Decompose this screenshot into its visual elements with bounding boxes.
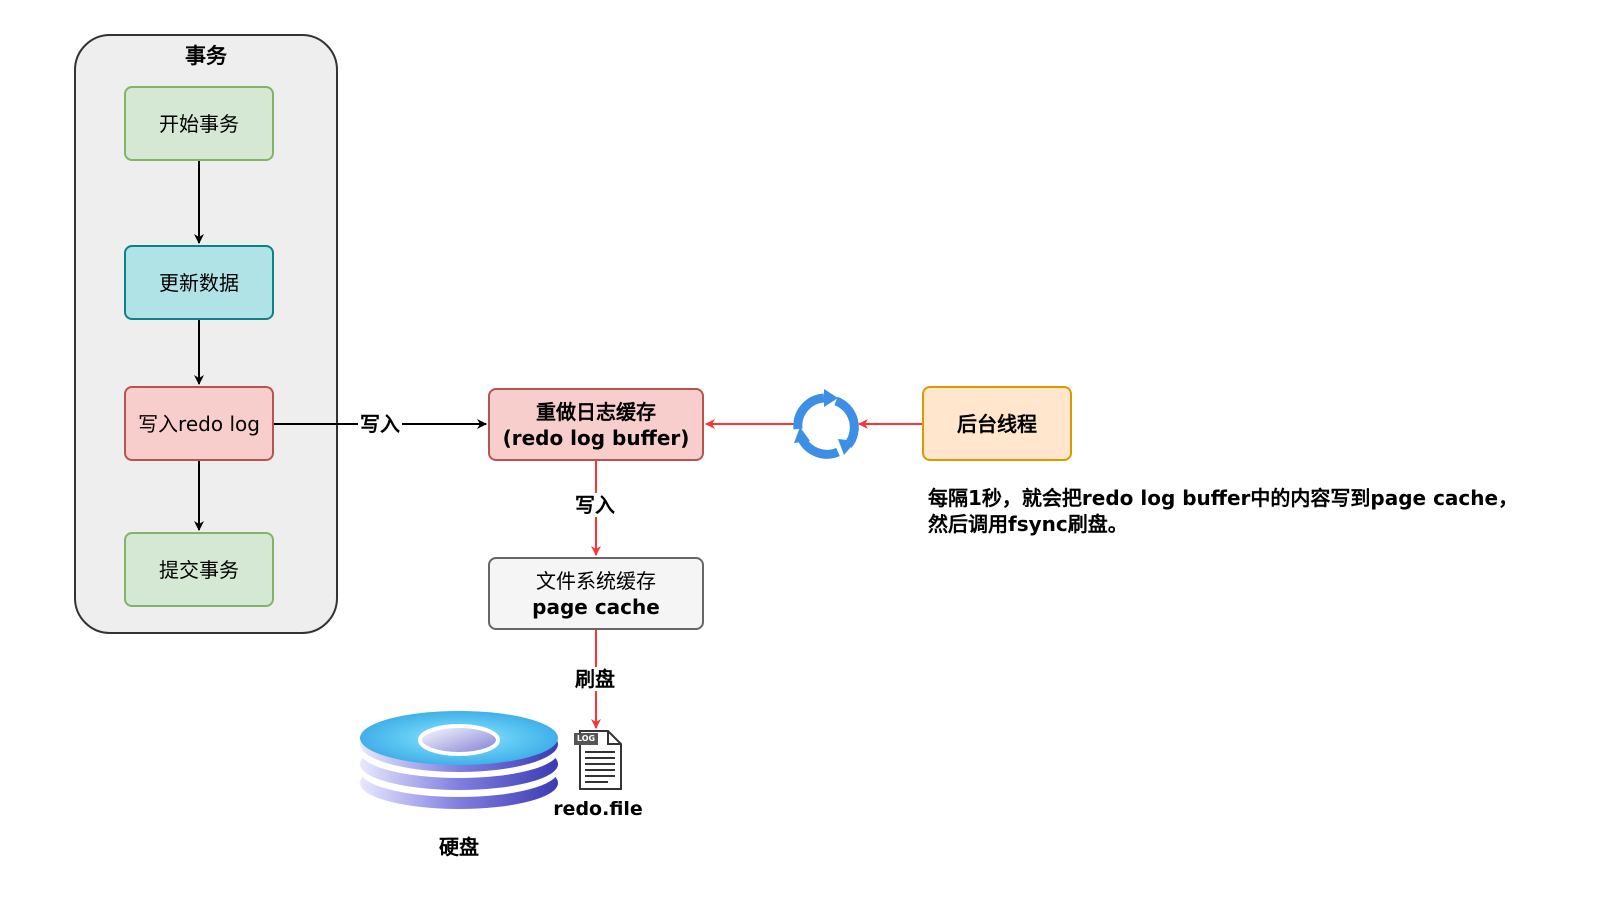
write-redo-log-node: 写入redo log	[124, 386, 274, 461]
disk-label: 硬盘	[439, 835, 479, 859]
log-badge: LOG	[576, 734, 596, 743]
redo-log-buffer-subtitle: (redo log buffer)	[502, 425, 690, 450]
refresh-cycle-icon	[793, 389, 859, 459]
background-thread-node: 后台线程	[922, 386, 1072, 461]
commit-transaction-node: 提交事务	[124, 532, 274, 607]
note-line-2: 然后调用fsync刷盘。	[928, 512, 1128, 536]
edge-label-flush: 刷盘	[573, 667, 617, 691]
edge-label-write-to-buffer: 写入	[358, 412, 402, 436]
note-line-1: 每隔1秒，就会把redo log buffer中的内容写到page cache，	[928, 486, 1519, 510]
redo-log-buffer-node: 重做日志缓存 (redo log buffer)	[488, 388, 704, 461]
page-cache-subtitle: page cache	[532, 594, 660, 619]
file-label: redo.file	[553, 798, 643, 820]
hard-disk-icon	[360, 711, 558, 809]
start-transaction-node: 开始事务	[124, 86, 274, 161]
page-cache-title: 文件系统缓存	[536, 568, 656, 593]
redo-log-buffer-title: 重做日志缓存	[536, 399, 656, 424]
page-cache-node: 文件系统缓存 page cache	[488, 557, 704, 630]
edge-label-write-to-cache: 写入	[573, 493, 617, 517]
container-title: 事务	[185, 44, 227, 68]
update-data-node: 更新数据	[124, 245, 274, 320]
log-file-icon	[574, 730, 622, 790]
